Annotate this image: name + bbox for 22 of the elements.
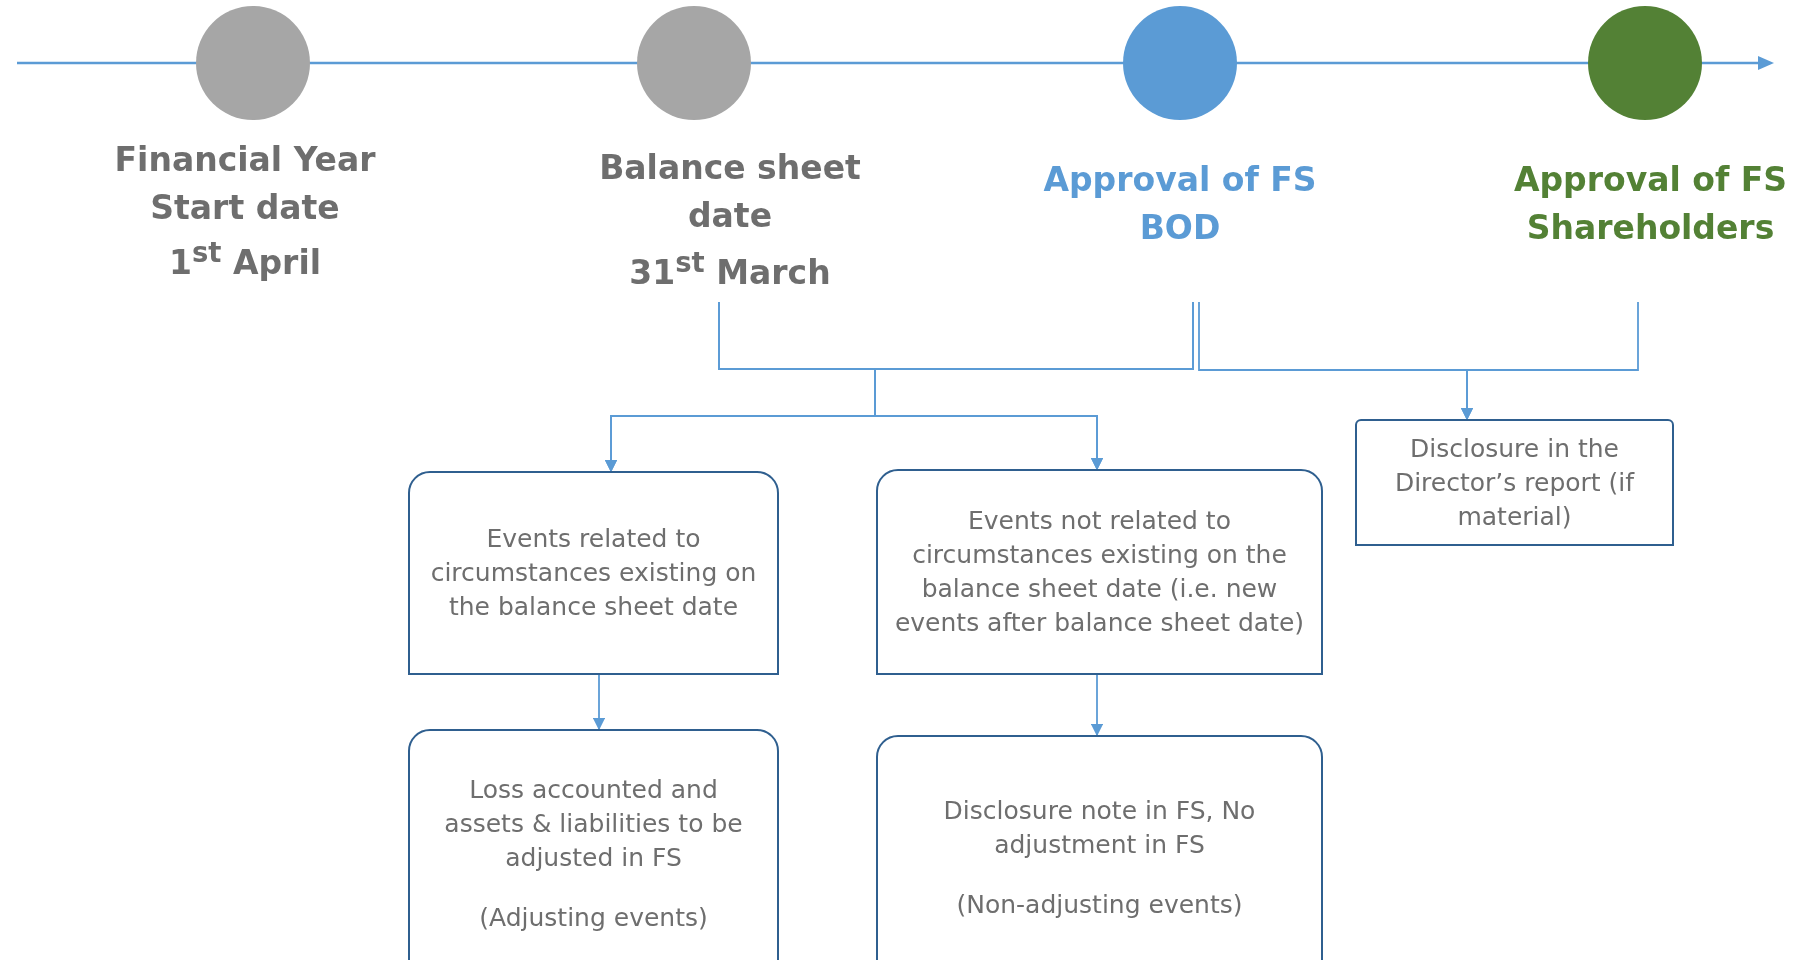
date-label: 31$^{st}$ March (628, 245, 832, 294)
milestone-label: Balance sheet date (598, 147, 862, 237)
category-text: (Adjusting events) (478, 902, 709, 934)
event-box (876, 469, 1323, 675)
box-text: Loss accounted and assets & liabilities to be adjusted in FS (443, 774, 744, 874)
connector-arrow (1090, 674, 1104, 737)
event-box (408, 471, 779, 675)
note-box (1355, 419, 1674, 546)
outcome-box (408, 729, 779, 960)
milestone-label: Approval of FS Shareholders (1512, 159, 1789, 249)
connector-arrow (1460, 301, 1639, 421)
box-text: Events not related to circumstances existing on the balance sheet date (i.e. new events after balance sheet date) (894, 505, 1305, 639)
connector-arrow (874, 301, 1194, 471)
outcome-box (876, 735, 1323, 960)
box-text: Disclosure in the Director’s report (if material) (1393, 432, 1636, 533)
connector-arrow (592, 674, 606, 731)
milestone-label: Financial Year Start date (113, 139, 377, 229)
box-text: Events related to circumstances existing on the balance sheet date (429, 523, 758, 623)
category-text: (Non-adjusting events) (955, 888, 1244, 921)
date-label: 1$^{st}$ April (167, 235, 322, 284)
box-text: Disclosure note in FS, No adjustment in FS (942, 794, 1257, 861)
milestone-label: Approval of FS BOD (1042, 159, 1318, 249)
